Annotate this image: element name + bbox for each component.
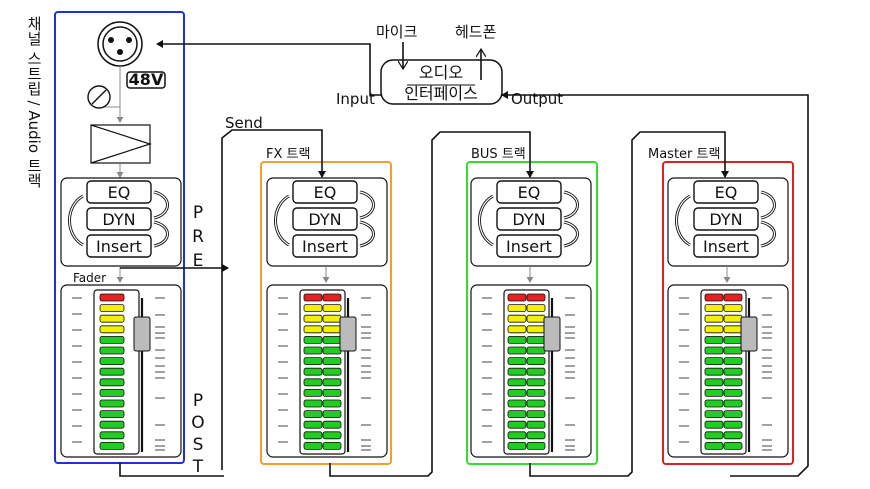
audio-interface-line2: 인터페이스 <box>404 84 478 103</box>
fx-fader-knob[interactable] <box>339 316 357 352</box>
fx-insert-label: Insert <box>302 237 348 256</box>
bus-track-frame <box>466 161 598 465</box>
input-route-line <box>156 40 381 96</box>
master-insert-button[interactable] <box>693 234 759 258</box>
svg-text:O: O <box>191 413 204 433</box>
post-label: P O S T <box>191 391 204 477</box>
headphones-label: 헤드폰 <box>455 23 496 41</box>
channel-eq-button[interactable] <box>86 180 152 204</box>
bus-eq-button[interactable] <box>496 180 562 204</box>
master-track-label: Master 트랙 <box>648 147 720 162</box>
input-label: Input <box>336 90 375 108</box>
bus-strip: EQ DYN Insert <box>470 177 592 458</box>
bus-eq-label: EQ <box>518 183 541 202</box>
send-route-line <box>221 129 326 470</box>
bus-fader-knob[interactable] <box>543 316 561 352</box>
fader-label: Fader <box>73 271 106 285</box>
output-label: Output <box>511 90 563 108</box>
svg-text:E: E <box>193 251 204 271</box>
mic-label: 마이크 <box>376 23 417 41</box>
bus-dyn-button[interactable] <box>496 207 562 231</box>
bus-track-label: BUS 트랙 <box>471 147 526 162</box>
svg-text:P: P <box>193 203 203 223</box>
xlr-connector-icon <box>97 21 143 67</box>
channel-strip: EQ DYN Insert <box>60 177 182 458</box>
channel-eq-label: EQ <box>108 183 131 202</box>
phantom-power-label: 48V <box>129 70 164 89</box>
master-dyn-button[interactable] <box>693 207 759 231</box>
bus-dyn-label: DYN <box>512 210 545 229</box>
fx-strip: EQ DYN Insert <box>266 177 388 458</box>
output-route-line <box>501 91 809 477</box>
strip-groups: EQ DYN Insert EQ DYN Insert EQ DYN Insert EQ DYN In… <box>60 177 789 458</box>
fx-eq-button[interactable] <box>292 180 358 204</box>
fx-insert-button[interactable] <box>292 234 358 258</box>
fx-eq-label: EQ <box>314 183 337 202</box>
master-track-frame <box>662 161 794 465</box>
channel-insert-label: Insert <box>96 237 142 256</box>
bus-insert-button[interactable] <box>496 234 562 258</box>
master-eq-label: EQ <box>715 183 738 202</box>
master-eq-button[interactable] <box>693 180 759 204</box>
channel-insert-button[interactable] <box>86 234 152 258</box>
svg-text:S: S <box>193 435 204 455</box>
preamp-block <box>90 124 152 164</box>
svg-text:T: T <box>192 457 204 477</box>
phantom-power-badge[interactable] <box>126 71 166 89</box>
master-fader-knob[interactable] <box>740 316 758 352</box>
post-out-line <box>119 463 224 477</box>
channel-dyn-button[interactable] <box>86 207 152 231</box>
fx-track-frame <box>260 161 392 465</box>
side-title: 채널 스트립 / Audio 트랙 <box>25 16 43 188</box>
channel-fader-knob[interactable] <box>133 316 151 352</box>
audio-interface-line1: 오디오 <box>419 63 463 82</box>
fx-track-label: FX 트랙 <box>266 147 310 162</box>
channel-dyn-label: DYN <box>102 210 135 229</box>
fx-dyn-button[interactable] <box>292 207 358 231</box>
pre-label: P R E <box>192 203 204 271</box>
fx-to-bus-line <box>329 131 534 477</box>
send-label: Send <box>225 114 263 132</box>
bus-to-master-line <box>529 131 729 477</box>
svg-text:R: R <box>192 227 204 247</box>
bus-insert-label: Insert <box>506 237 552 256</box>
audio-interface-box <box>380 59 503 105</box>
gain-knob-icon[interactable] <box>87 85 111 109</box>
svg-text:P: P <box>193 391 203 411</box>
master-dyn-label: DYN <box>709 210 742 229</box>
master-strip: EQ DYN Insert <box>667 177 789 458</box>
fx-dyn-label: DYN <box>308 210 341 229</box>
master-insert-label: Insert <box>703 237 749 256</box>
